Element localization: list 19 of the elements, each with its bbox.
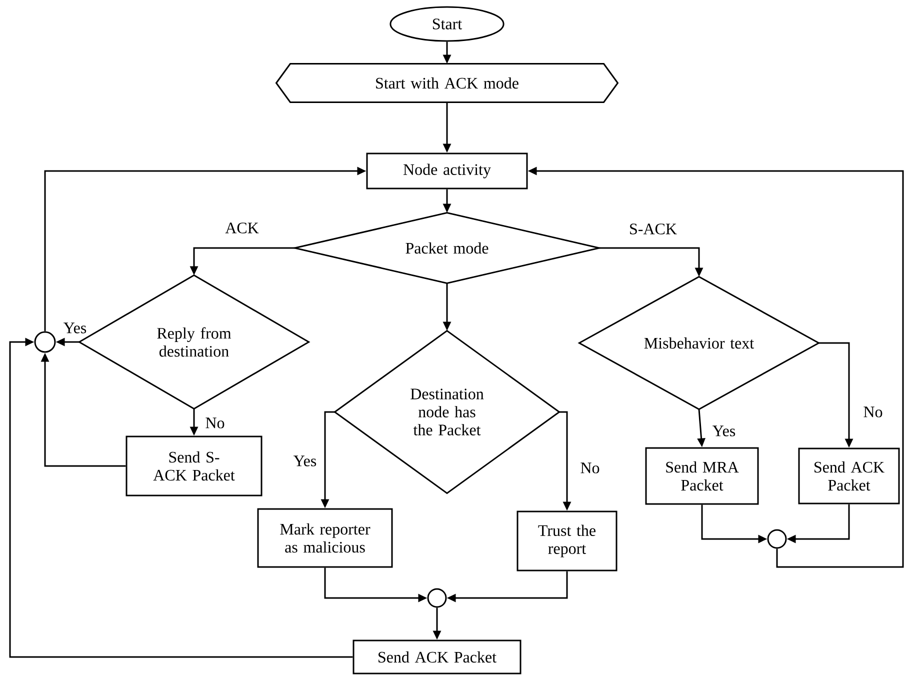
junction-circle bbox=[427, 588, 447, 608]
edge-label: S-ACK bbox=[628, 222, 678, 236]
junction-circle bbox=[34, 331, 56, 353]
edge-label: Yes bbox=[711, 424, 737, 438]
process-box: Send ACK Packet bbox=[352, 640, 522, 674]
edge-label: Yes bbox=[292, 454, 318, 468]
process-box: Send ACK Packet bbox=[798, 448, 900, 504]
process-box: Trust the report bbox=[516, 510, 618, 572]
process-box: Mark reporter as malicious bbox=[257, 508, 393, 568]
edge-label: No bbox=[862, 406, 884, 418]
junction-circle bbox=[767, 529, 787, 549]
process-box: Send S-ACK Packet bbox=[126, 436, 262, 496]
start-terminal: Start bbox=[390, 6, 504, 42]
edge-label: No bbox=[579, 462, 601, 474]
edge-label: No bbox=[204, 416, 226, 430]
arrow bbox=[9, 338, 353, 658]
process-box: Send MRA Packet bbox=[645, 447, 759, 505]
process-box: Node activity bbox=[366, 152, 528, 190]
edge-label: ACK bbox=[224, 222, 260, 234]
